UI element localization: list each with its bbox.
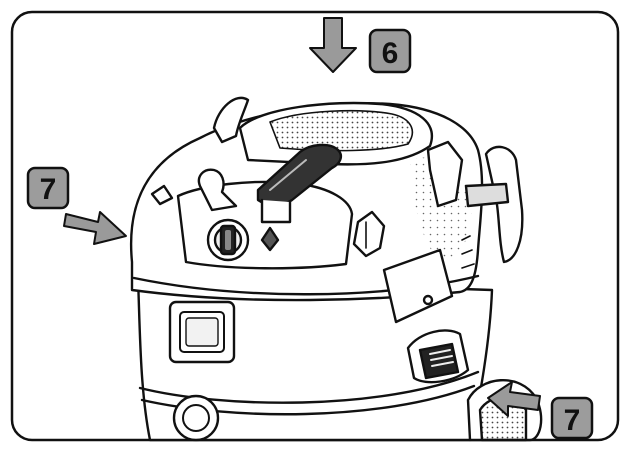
side-hook-bracket (464, 182, 510, 208)
handle-post (260, 198, 292, 224)
left-peg (150, 184, 174, 206)
callout-badge-top: 6 (368, 28, 412, 74)
side-panel-screw (422, 294, 434, 306)
arrows (63, 17, 541, 417)
callout-badge-bottom-right: 7 (550, 396, 594, 440)
top-latch-right (426, 140, 464, 208)
side-latch (406, 329, 470, 384)
cable-hook-left (197, 168, 238, 212)
side-ribs (461, 235, 475, 269)
rotary-switch (206, 218, 250, 262)
filter-window (168, 300, 236, 364)
arrow-left-icon (487, 381, 541, 417)
mesh-grill (269, 109, 414, 152)
side-clip (352, 210, 386, 258)
callout-badge-left: 7 (26, 166, 70, 210)
arrow-down-icon (309, 17, 357, 73)
side-panel (382, 248, 454, 324)
arrow-right-icon (63, 211, 127, 245)
callout-label-left: 7 (40, 173, 57, 206)
container-ring (138, 370, 480, 404)
callout-label-bottom-right: 7 (564, 404, 581, 437)
vacuum-cleaner (129, 96, 543, 442)
top-latch-left (212, 96, 250, 144)
callout-label-top: 6 (382, 37, 399, 70)
grip-handle-highlight (269, 159, 307, 191)
hose-inlet (172, 394, 220, 442)
side-hook-right (484, 145, 524, 264)
indicator-button (260, 226, 280, 252)
